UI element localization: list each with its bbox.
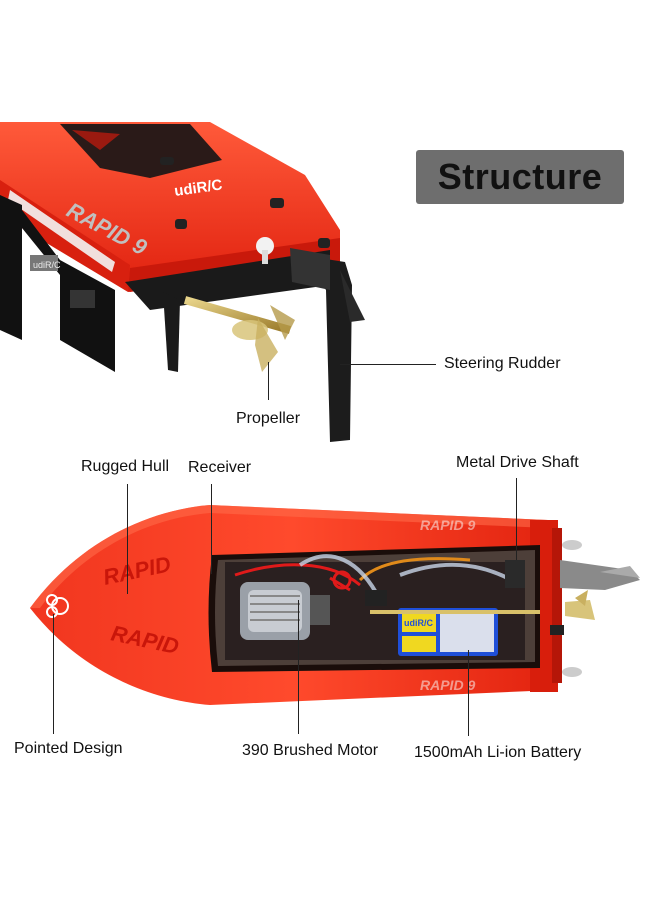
- steering-rudder-label: Steering Rudder: [444, 355, 561, 372]
- propeller-label: Propeller: [236, 410, 301, 427]
- rugged-hull-line: [127, 484, 128, 594]
- rugged-hull-label: Rugged Hull: [81, 458, 170, 475]
- metal-drive-shaft-line: [516, 478, 517, 560]
- brushed-motor-line: [298, 600, 299, 734]
- svg-text:udiR/C: udiR/C: [404, 618, 433, 628]
- pointed-design-label: Pointed Design: [14, 740, 123, 757]
- battery-line: [468, 650, 469, 736]
- metal-drive-shaft-label: Metal Drive Shaft: [456, 454, 579, 471]
- brand-logo-top: udiR/C: [173, 176, 223, 200]
- svg-text:RAPID 9: RAPID 9: [420, 677, 475, 693]
- structure-title: Structure: [437, 156, 603, 197]
- svg-text:udiR/C: udiR/C: [33, 260, 61, 270]
- structure-title-box: Structure: [416, 150, 624, 204]
- steering-rudder-line: [340, 364, 436, 365]
- battery-label: 1500mAh Li-ion Battery: [414, 744, 582, 761]
- receiver-line: [211, 484, 212, 574]
- svg-text:RAPID 9: RAPID 9: [420, 517, 475, 533]
- brushed-motor-label: 390 Brushed Motor: [242, 742, 379, 759]
- receiver-label: Receiver: [188, 459, 252, 476]
- propeller-line: [268, 362, 269, 400]
- pointed-design-line: [53, 614, 54, 734]
